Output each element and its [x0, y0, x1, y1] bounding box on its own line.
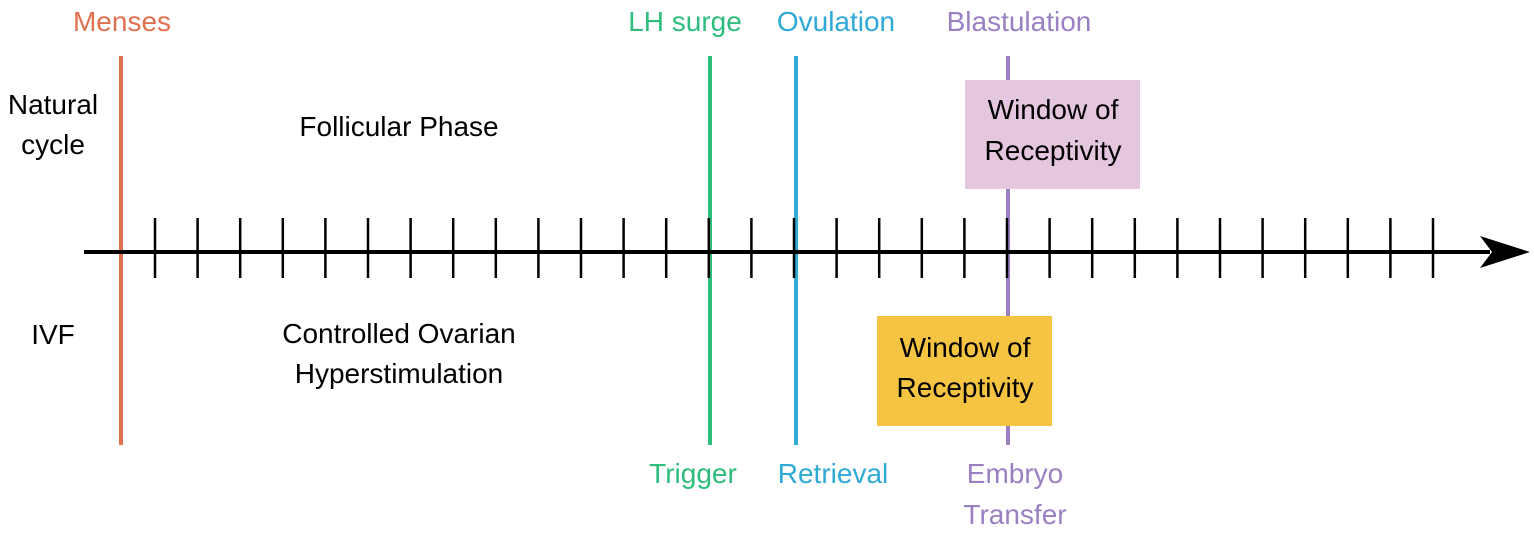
timeline-ticks [153, 218, 1435, 278]
blastulation-label: Blastulation [947, 6, 1092, 37]
follicular-phase-label: Follicular Phase [299, 111, 498, 142]
ovulation-label: Ovulation [777, 6, 895, 37]
retrieval-label: Retrieval [778, 458, 888, 489]
embryo-transfer-label-line2: Transfer [963, 499, 1066, 530]
timeline-arrowhead-icon [1480, 236, 1530, 268]
natural-window-label-line2: Receptivity [985, 135, 1122, 166]
natural-window-label-line1: Window of [988, 94, 1119, 125]
trigger-label: Trigger [649, 458, 737, 489]
coh-label-line1: Controlled Ovarian [282, 318, 515, 349]
natural-cycle-label-line2: cycle [21, 129, 85, 160]
ivf-label: IVF [31, 319, 75, 350]
embryo-transfer-label-line1: Embryo [967, 458, 1063, 489]
menses-label: Menses [73, 6, 171, 37]
natural-cycle-label-line1: Natural [8, 89, 98, 120]
ivf-window-label-line1: Window of [900, 332, 1031, 363]
lh-surge-label: LH surge [628, 6, 742, 37]
coh-label-line2: Hyperstimulation [295, 358, 504, 389]
ivf-window-box [877, 316, 1052, 426]
ivf-window-label-line2: Receptivity [897, 372, 1034, 403]
natural-window-box [965, 80, 1140, 189]
